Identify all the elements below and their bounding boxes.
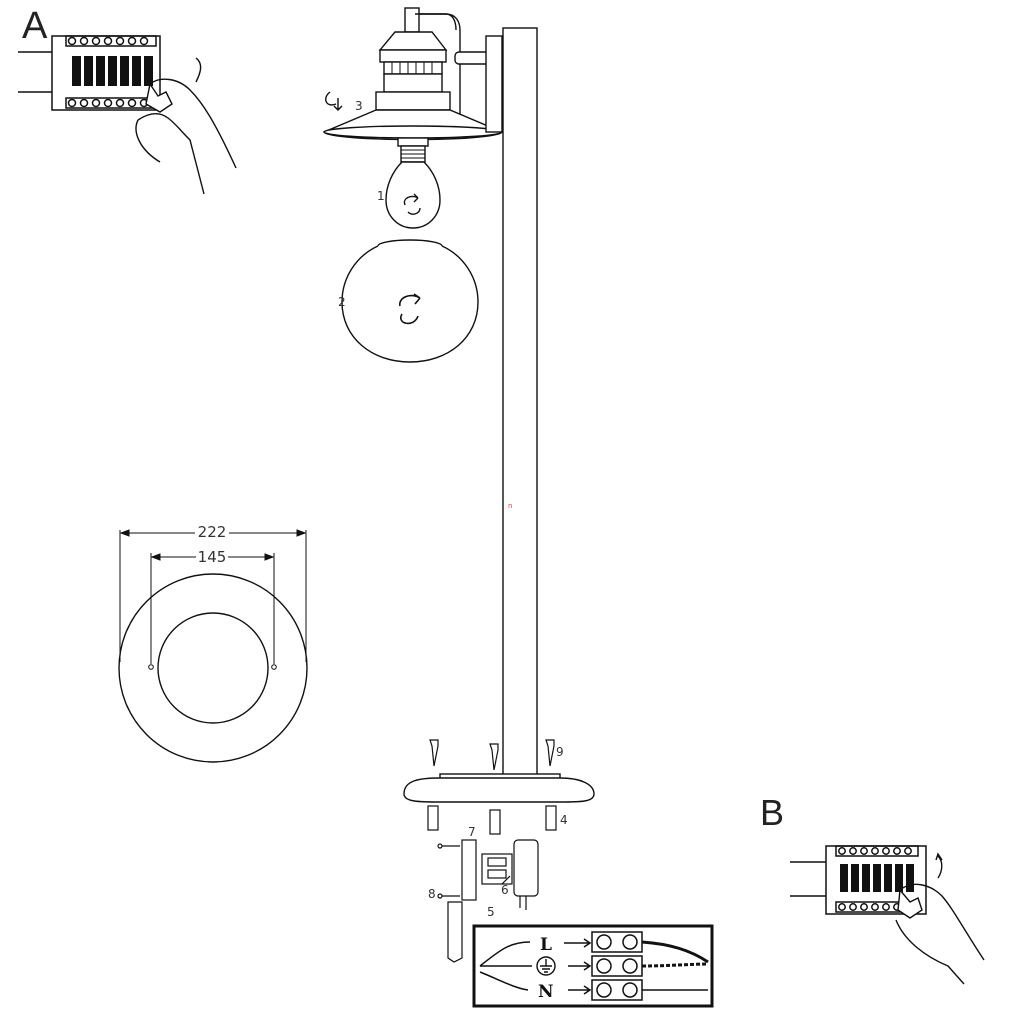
part-3-label: 3 [355,99,363,113]
breaker-panel-icon [18,35,161,111]
outer-diameter-label: 222 [198,523,227,541]
hand-icon [135,57,237,195]
wiring-diagram: L N [472,924,714,1008]
base-plate [403,773,595,803]
base-drilling-template: 222 145 [118,522,308,763]
part-9-label: 9 [556,745,564,759]
junction-box [481,839,539,910]
step-a-breaker-off: A [18,5,237,195]
light-bulb [385,145,441,229]
hand-icon [895,852,985,985]
inner-diameter-label: 145 [198,548,227,566]
part-7-label: 7 [468,825,476,839]
lantern-head [322,7,504,147]
live-label: L [540,935,552,955]
part-4-label: 4 [560,813,568,827]
step-b-breaker-on: B [760,792,985,985]
part-5-label: 5 [487,905,495,919]
earth-ground-symbol [536,956,556,976]
part-2-label: 2 [338,295,346,309]
screw-icon [429,739,555,771]
part-8-label: 8 [428,887,436,901]
glass-globe [341,239,479,363]
part-6-label: 6 [501,883,509,897]
step-b-label: B [760,792,784,833]
post-mark: n [508,502,512,510]
step-a-label: A [22,5,48,47]
twist-arrow-icon [399,293,421,325]
rotate-arrow-icon [325,91,343,111]
twist-arrow-icon [403,193,421,215]
mounting-bracket [437,839,477,963]
breaker-panel-icon [790,845,927,915]
neutral-label: N [538,982,554,1002]
wall-plug-icon [427,805,557,835]
lamp-post: n [502,27,538,781]
part-1-label: 1 [377,189,385,203]
